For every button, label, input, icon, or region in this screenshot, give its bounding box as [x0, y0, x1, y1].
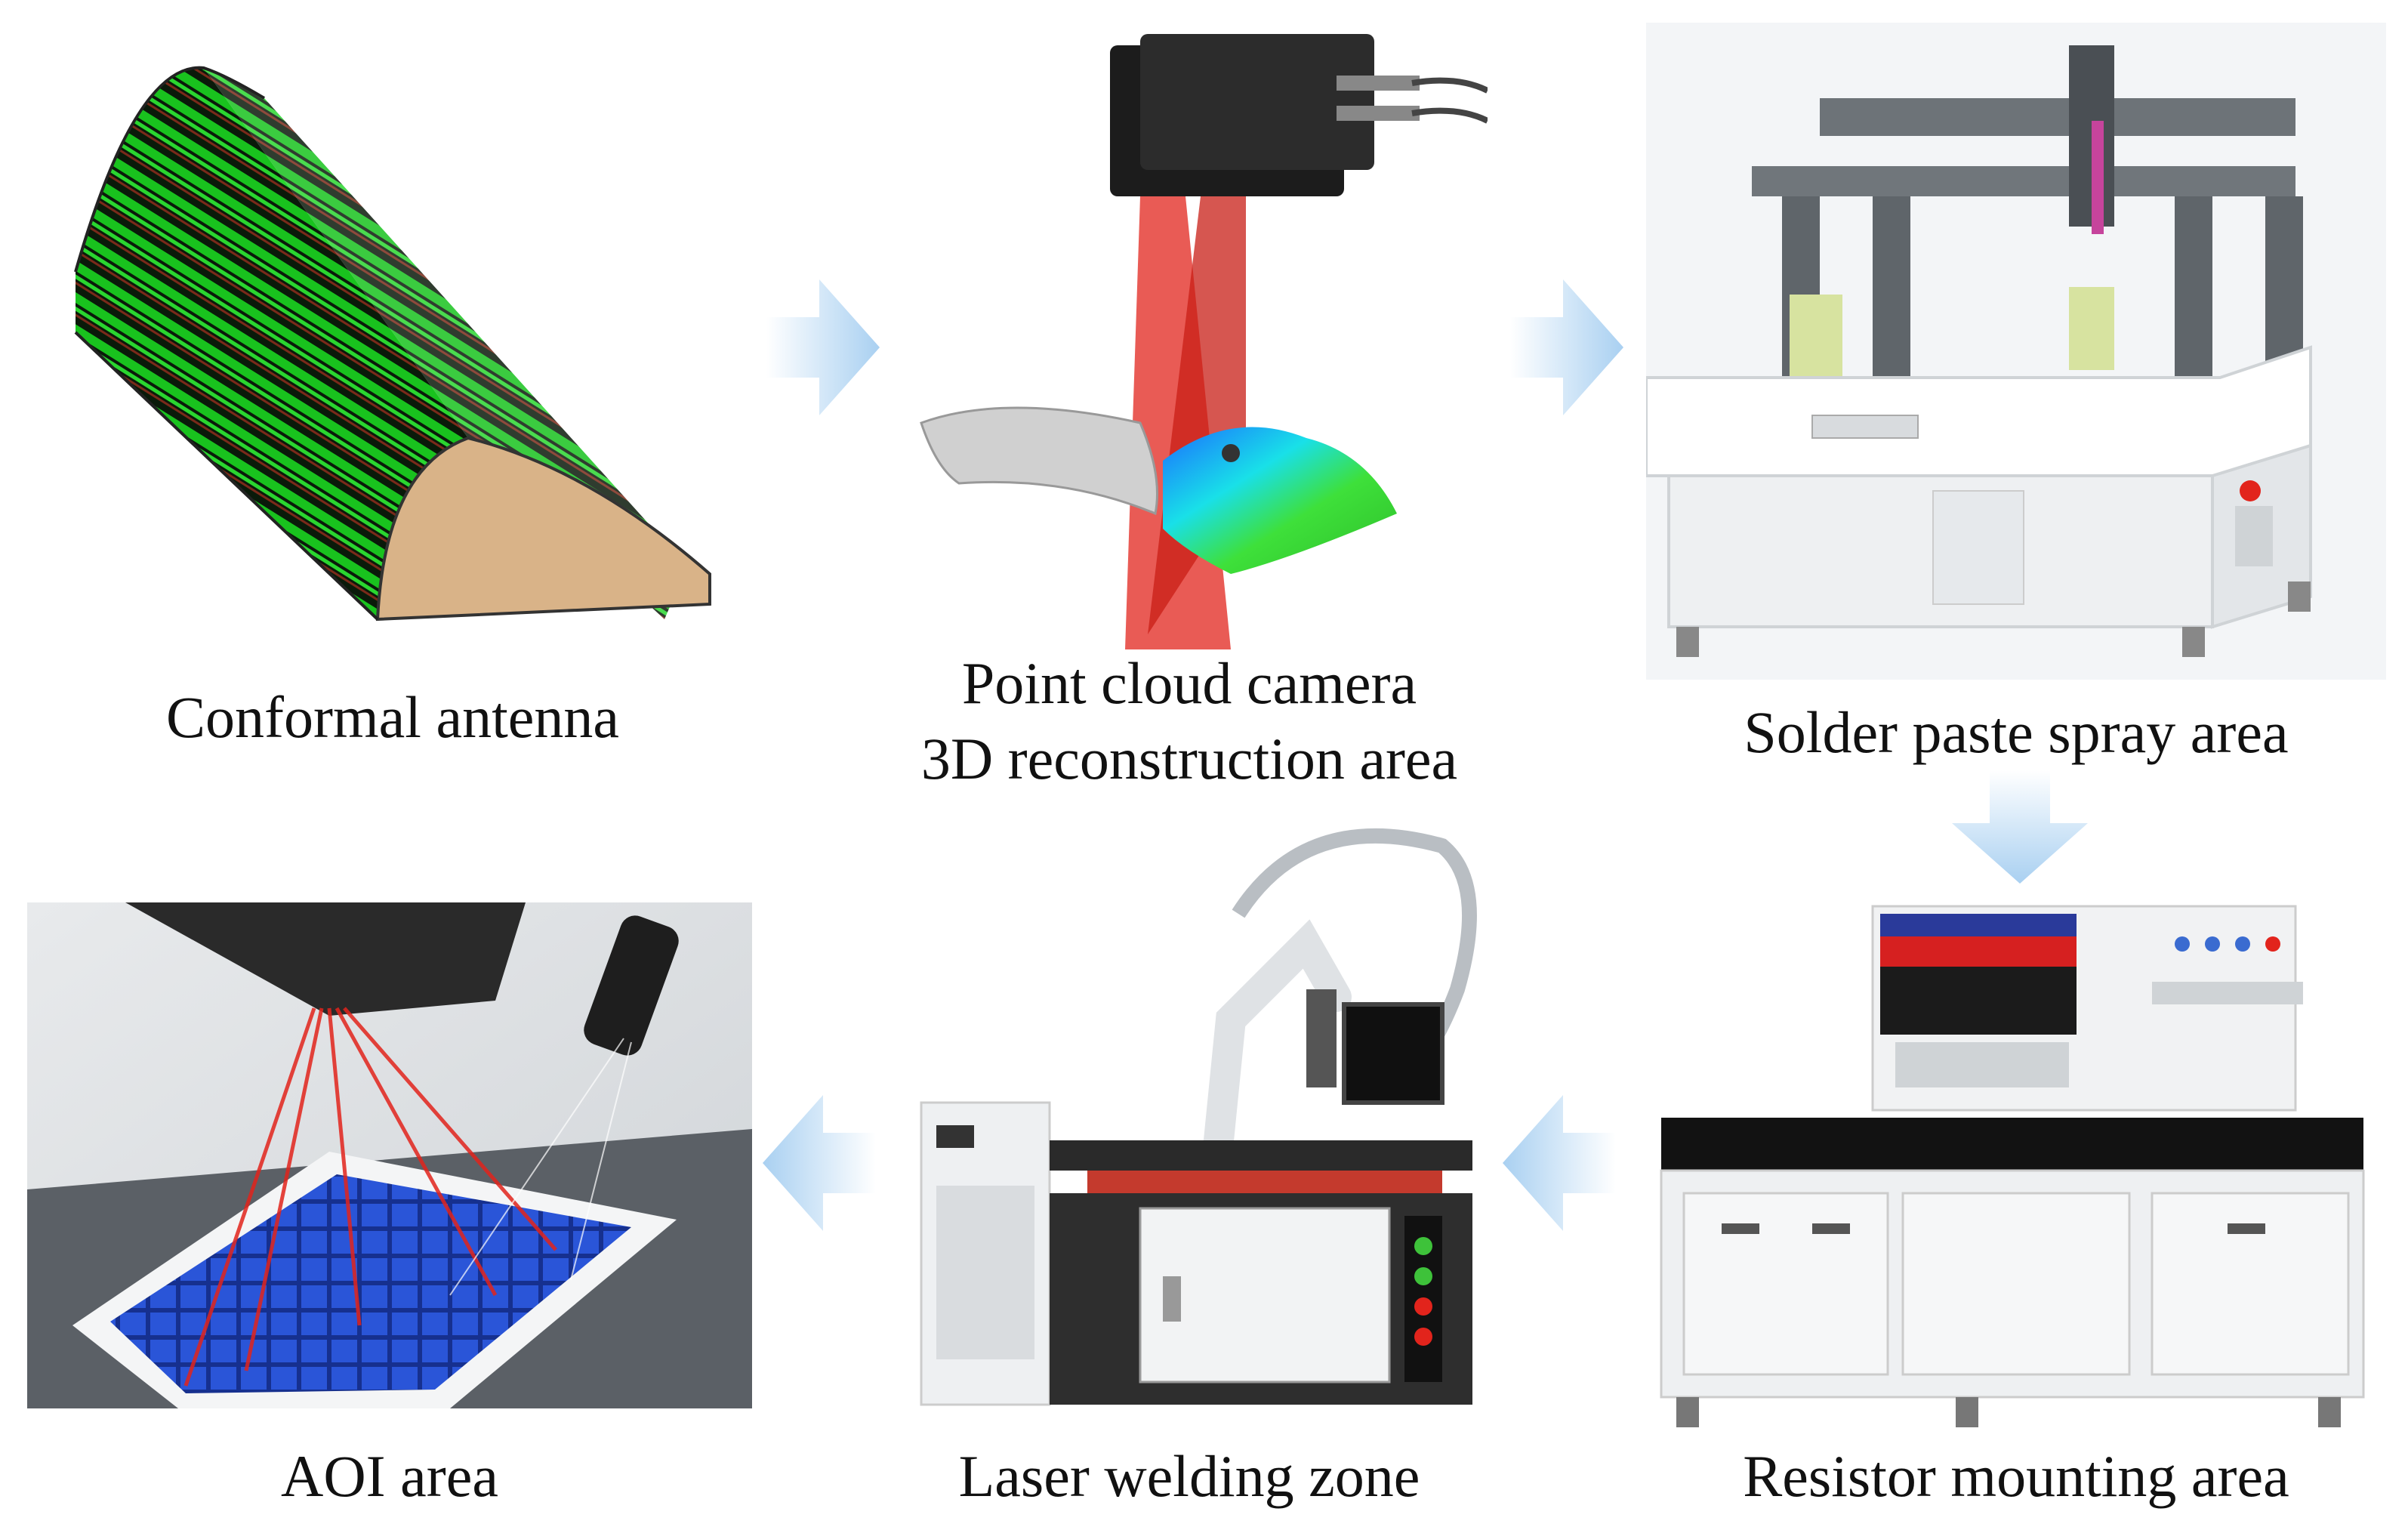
caption-conformal-antenna: Conformal antenna [166, 684, 619, 750]
arrow-right-icon [1510, 279, 1623, 415]
caption-laser-welding: Laser welding zone [958, 1443, 1420, 1509]
caption-solder-paste: Solder paste spray area [1744, 699, 2289, 765]
caption-resistor-mounting: Resistor mounting area [1743, 1443, 2289, 1509]
arrow-down-icon [1952, 770, 2088, 884]
laser-welding-machine-image [914, 823, 1503, 1427]
solder-paste-machine-image [1646, 23, 2386, 680]
caption-point-cloud-line1: Point cloud camera [961, 650, 1417, 716]
resistor-mounting-machine-image [1654, 891, 2394, 1442]
arrow-left-icon [763, 1095, 876, 1231]
caption-point-cloud-line2: 3D reconstruction area [920, 726, 1458, 791]
point-cloud-camera-image [914, 30, 1488, 649]
aoi-inspection-image [27, 902, 752, 1408]
arrow-right-icon [766, 279, 880, 415]
conformal-antenna-image [45, 45, 740, 634]
arrow-left-icon [1503, 1095, 1616, 1231]
caption-aoi: AOI area [281, 1443, 498, 1509]
